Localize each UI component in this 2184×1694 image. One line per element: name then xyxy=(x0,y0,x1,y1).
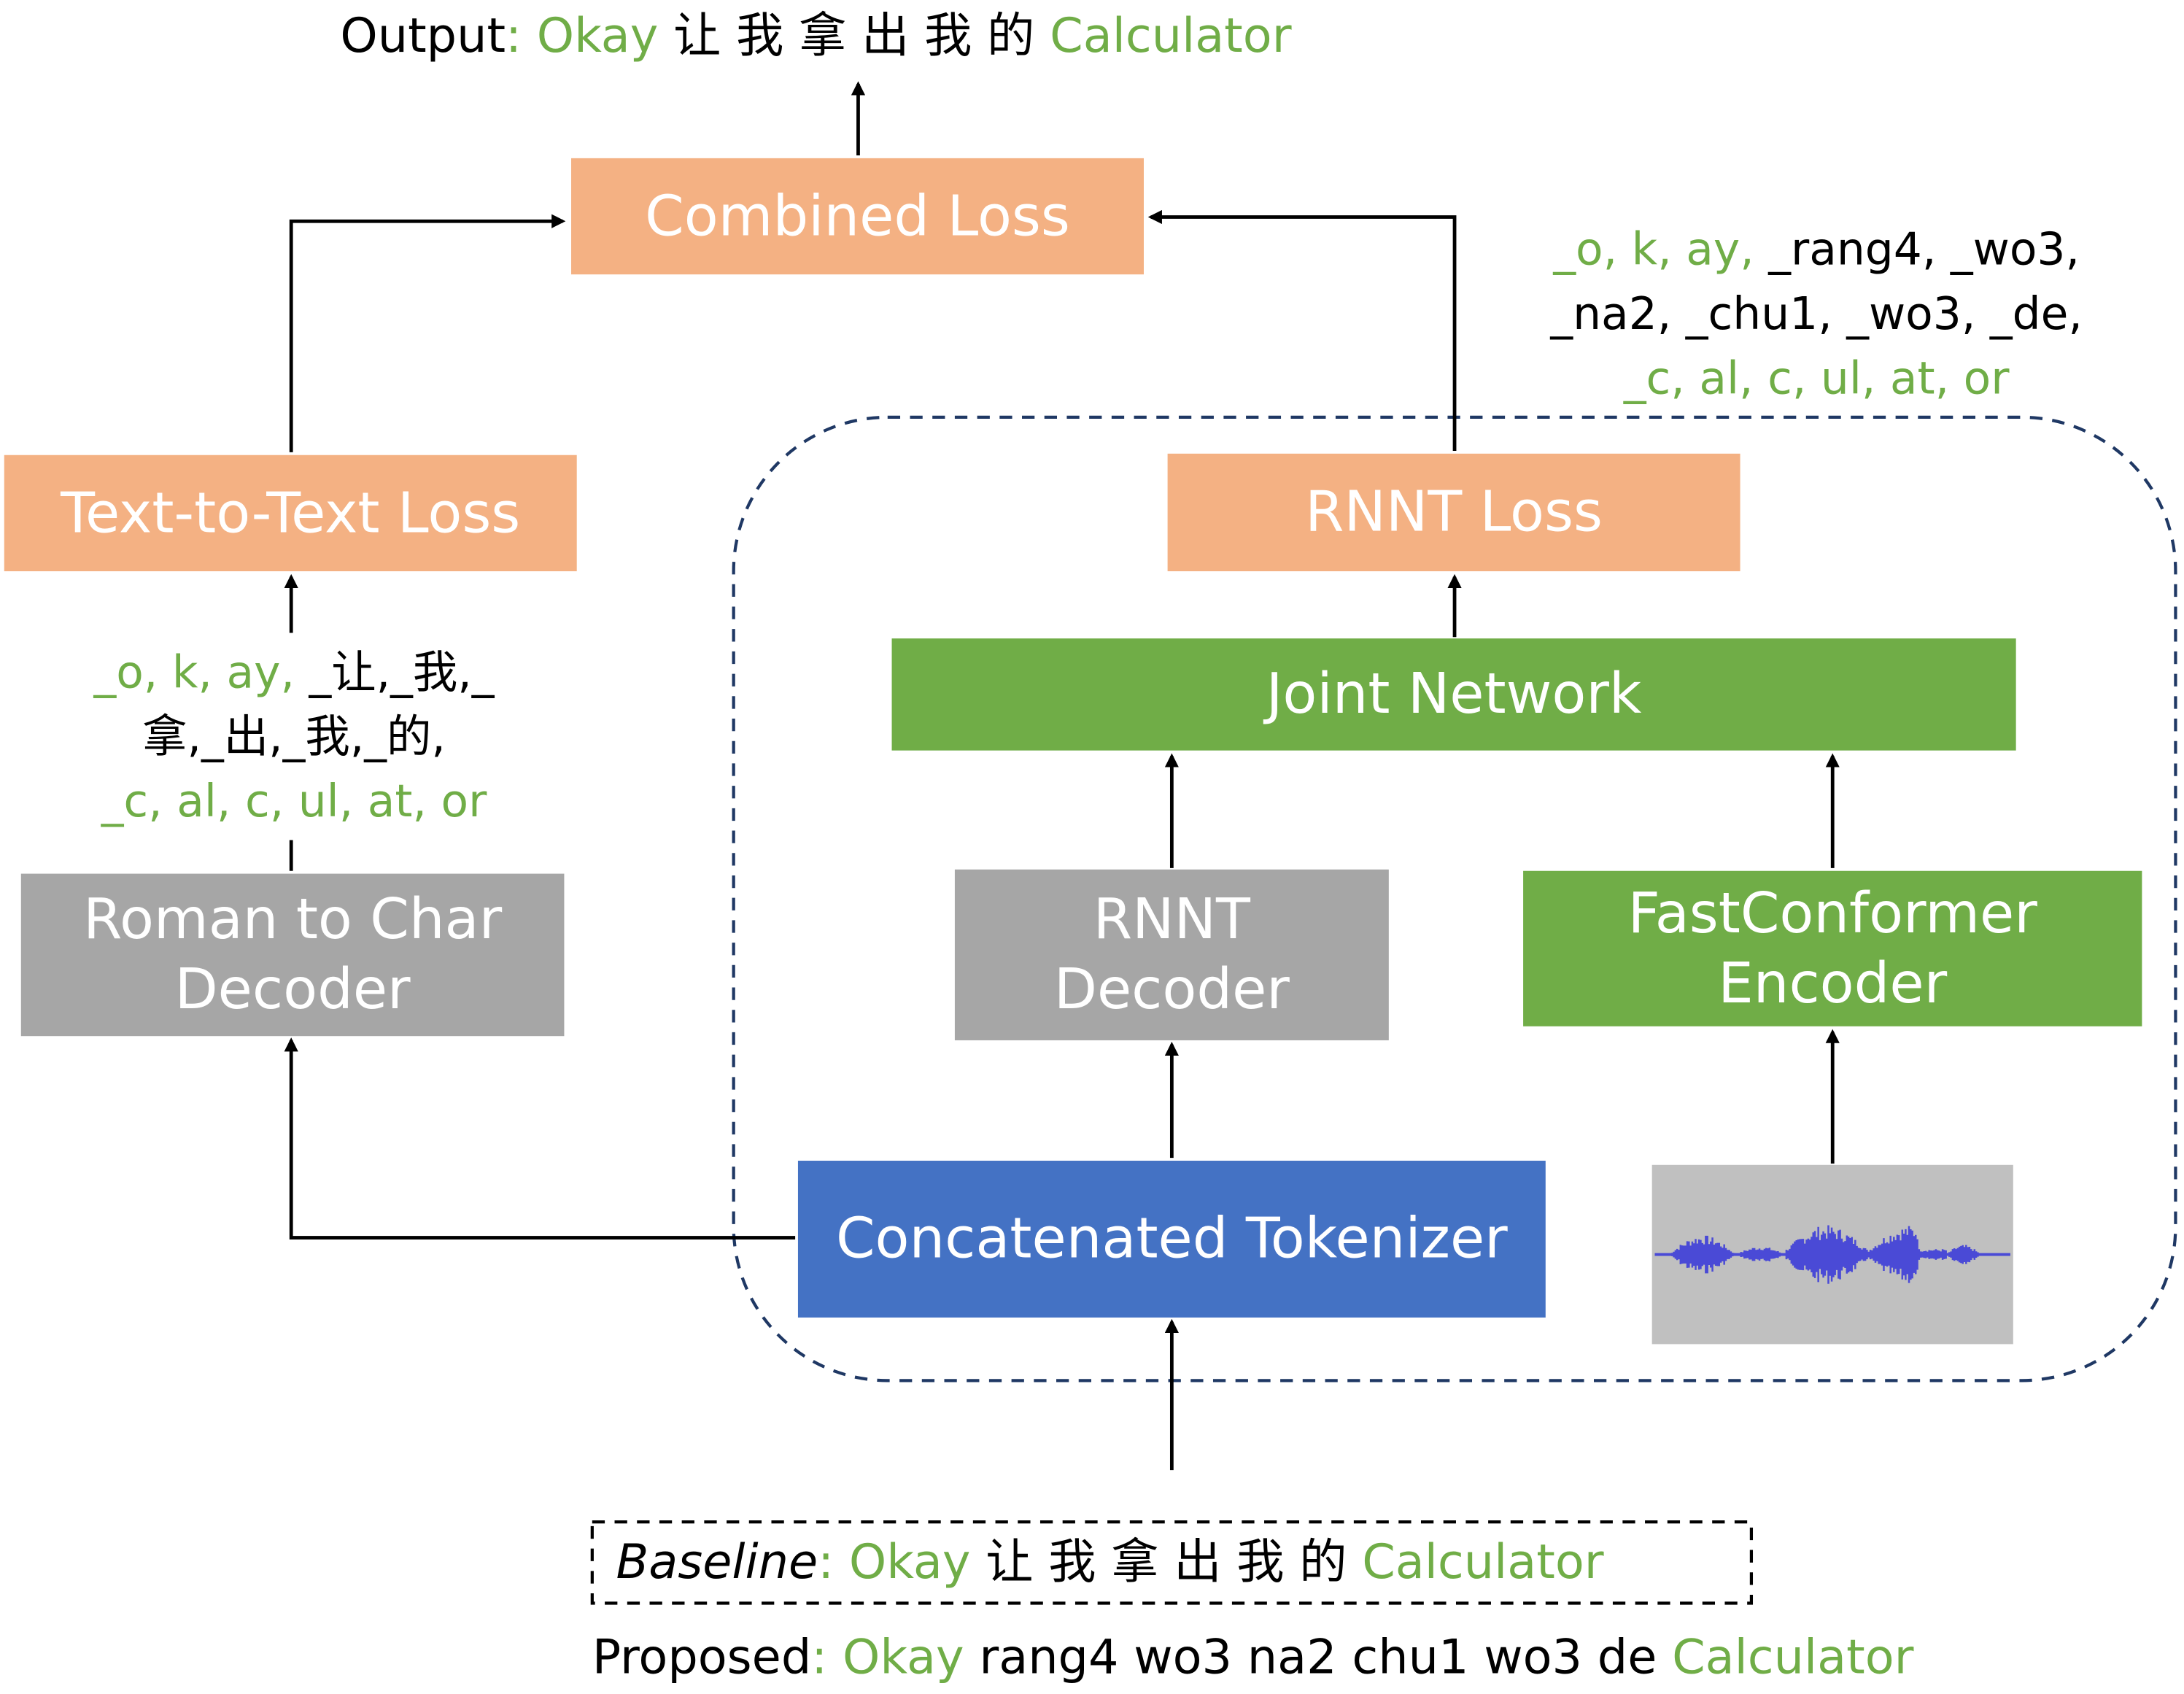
text-to-text-loss-box: Text-to-Text Loss xyxy=(4,455,577,572)
rnnt-decoder-line2: Decoder xyxy=(1053,957,1290,1023)
proposed-word-okay: Okay xyxy=(843,1629,964,1686)
output-word-calculator: Calculator xyxy=(1050,8,1292,65)
text-to-text-loss-label: Text-to-Text Loss xyxy=(61,481,521,546)
baseline-word-okay: Okay xyxy=(848,1534,971,1591)
roman-to-char-line1: Roman to Char xyxy=(83,887,503,953)
baseline-separator: : xyxy=(818,1534,835,1591)
output-label: Output xyxy=(340,8,506,65)
concatenated-tokenizer-label: Concatenated Tokenizer xyxy=(835,1207,1508,1272)
char-tokens-text: _o, k, ay, _让,_我,_ 拿,_出,_我,_的, _c, al, c… xyxy=(14,640,574,833)
proposed-word-calculator: Calculator xyxy=(1672,1629,1914,1686)
proposed-romanized: rang4 wo3 na2 chu1 wo3 de xyxy=(979,1629,1657,1686)
char-tokens-line2-black: 拿,_出,_我,_的, xyxy=(142,710,446,763)
baseline-label: Baseline xyxy=(616,1534,818,1591)
waveform-graphic xyxy=(1654,1225,2010,1284)
rnnt-tokens-line3-green: _c, al, c, ul, at, or xyxy=(1623,351,2010,405)
joint-network-box: Joint Network xyxy=(891,638,2016,751)
char-tokens-line3: _c, al, c, ul, at, or xyxy=(14,769,574,833)
proposed-label: Proposed xyxy=(592,1629,812,1686)
rnnt-tokens-line1: _o, k, ay, _rang4, _wo3, xyxy=(1456,217,2177,281)
output-chinese-chars: 让 我 拿 出 我 的 xyxy=(673,8,1035,65)
roman-to-char-decoder-box: Roman to Char Decoder xyxy=(20,873,565,1037)
arrow-tokenizer-to-romandec xyxy=(284,1037,796,1239)
fastconformer-encoder-box: FastConformer Encoder xyxy=(1523,870,2142,1026)
joint-network-label: Joint Network xyxy=(1266,662,1642,727)
output-word-okay: Okay xyxy=(536,8,659,65)
char-tokens-line3-green: _c, al, c, ul, at, or xyxy=(101,774,487,828)
output-line: Output: Okay 让 我 拿 出 我 的 Calculator xyxy=(340,6,1291,67)
fastconformer-line2: Encoder xyxy=(1718,951,1948,1016)
rnnt-tokens-line1-black: _rang4, _wo3, xyxy=(1754,223,2080,276)
rnnt-tokens-text: _o, k, ay, _rang4, _wo3, _na2, _chu1, _w… xyxy=(1456,217,2177,410)
char-tokens-line2: 拿,_出,_我,_的, xyxy=(14,704,574,768)
output-separator: : xyxy=(506,8,522,65)
combined-loss-label: Combined Loss xyxy=(645,184,1070,249)
proposed-separator: : xyxy=(811,1629,828,1686)
char-tokens-line1-black: _让,_我,_ xyxy=(294,645,495,699)
baseline-line: Baseline: Okay 让 我 拿 出 我 的 Calculator xyxy=(616,1532,1603,1593)
concatenated-tokenizer-box: Concatenated Tokenizer xyxy=(797,1161,1546,1318)
audio-waveform-image xyxy=(1651,1164,2013,1345)
waveform-signal xyxy=(1669,1225,1980,1284)
char-tokens-line1-green: _o, k, ay, xyxy=(93,645,295,699)
arrow-rnnt-to-combined xyxy=(1147,209,1457,451)
rnnt-loss-box: RNNT Loss xyxy=(1167,453,1740,572)
char-tokens-line1: _o, k, ay, _让,_我,_ xyxy=(14,640,574,704)
roman-to-char-line2: Decoder xyxy=(174,957,411,1023)
rnnt-tokens-line1-green: _o, k, ay, xyxy=(1553,223,1754,276)
baseline-word-calculator: Calculator xyxy=(1362,1534,1604,1591)
rnnt-tokens-line2-black: _na2, _chu1, _wo3, _de, xyxy=(1550,287,2083,341)
baseline-chinese-chars: 让 我 拿 出 我 的 xyxy=(985,1534,1347,1591)
fastconformer-line1: FastConformer xyxy=(1627,881,2037,946)
proposed-line: Proposed: Okay rang4 wo3 na2 chu1 wo3 de… xyxy=(592,1627,1914,1688)
rnnt-tokens-line2: _na2, _chu1, _wo3, _de, xyxy=(1456,282,2177,346)
rnnt-decoder-box: RNNT Decoder xyxy=(954,869,1389,1040)
rnnt-tokens-line3: _c, al, c, ul, at, or xyxy=(1456,346,2177,410)
baseline-box-border xyxy=(590,1520,1754,1605)
arrow-t2t-to-combined xyxy=(289,214,566,452)
combined-loss-box: Combined Loss xyxy=(571,158,1144,275)
rnnt-decoder-line1: RNNT xyxy=(1093,887,1250,953)
rnnt-loss-label: RNNT Loss xyxy=(1305,480,1603,545)
